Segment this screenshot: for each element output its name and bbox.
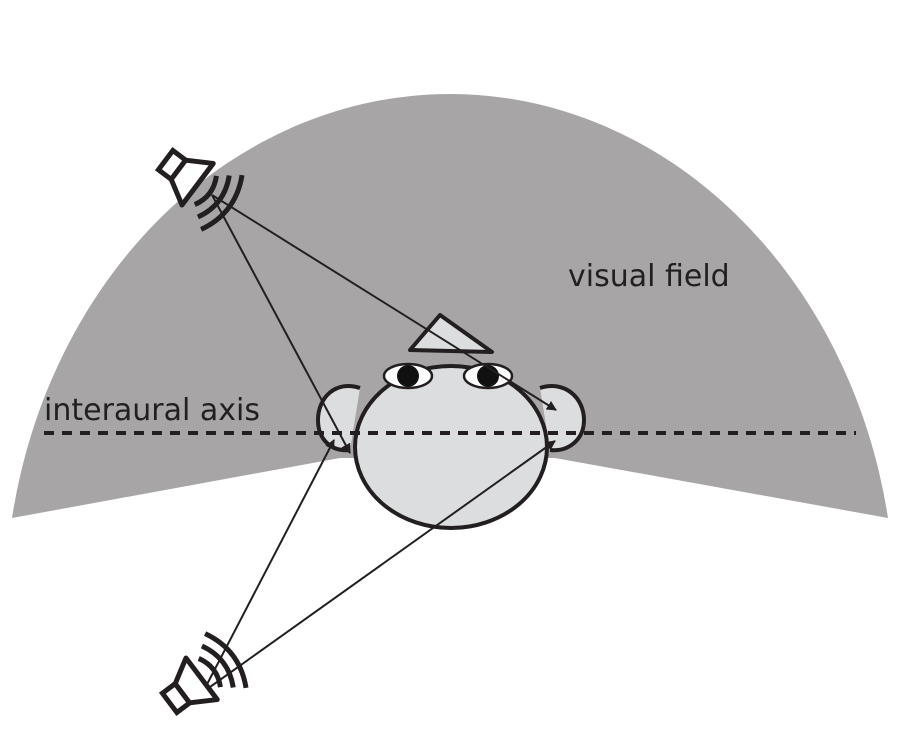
head [353,364,549,530]
left-eye [382,362,434,390]
visual-field-label: visual field [568,259,730,294]
sound-path-upper-to-left-ear [211,194,351,454]
speaker-icon [158,631,249,716]
right-eye [462,362,514,390]
sound-path-lower-to-right-ear [202,440,556,693]
left-ear [315,384,361,453]
nose [408,313,494,354]
interaural-axis-label: interaural axis [44,393,260,428]
sound-path-upper-to-right-ear [211,194,557,411]
speaker-icon [154,147,245,232]
